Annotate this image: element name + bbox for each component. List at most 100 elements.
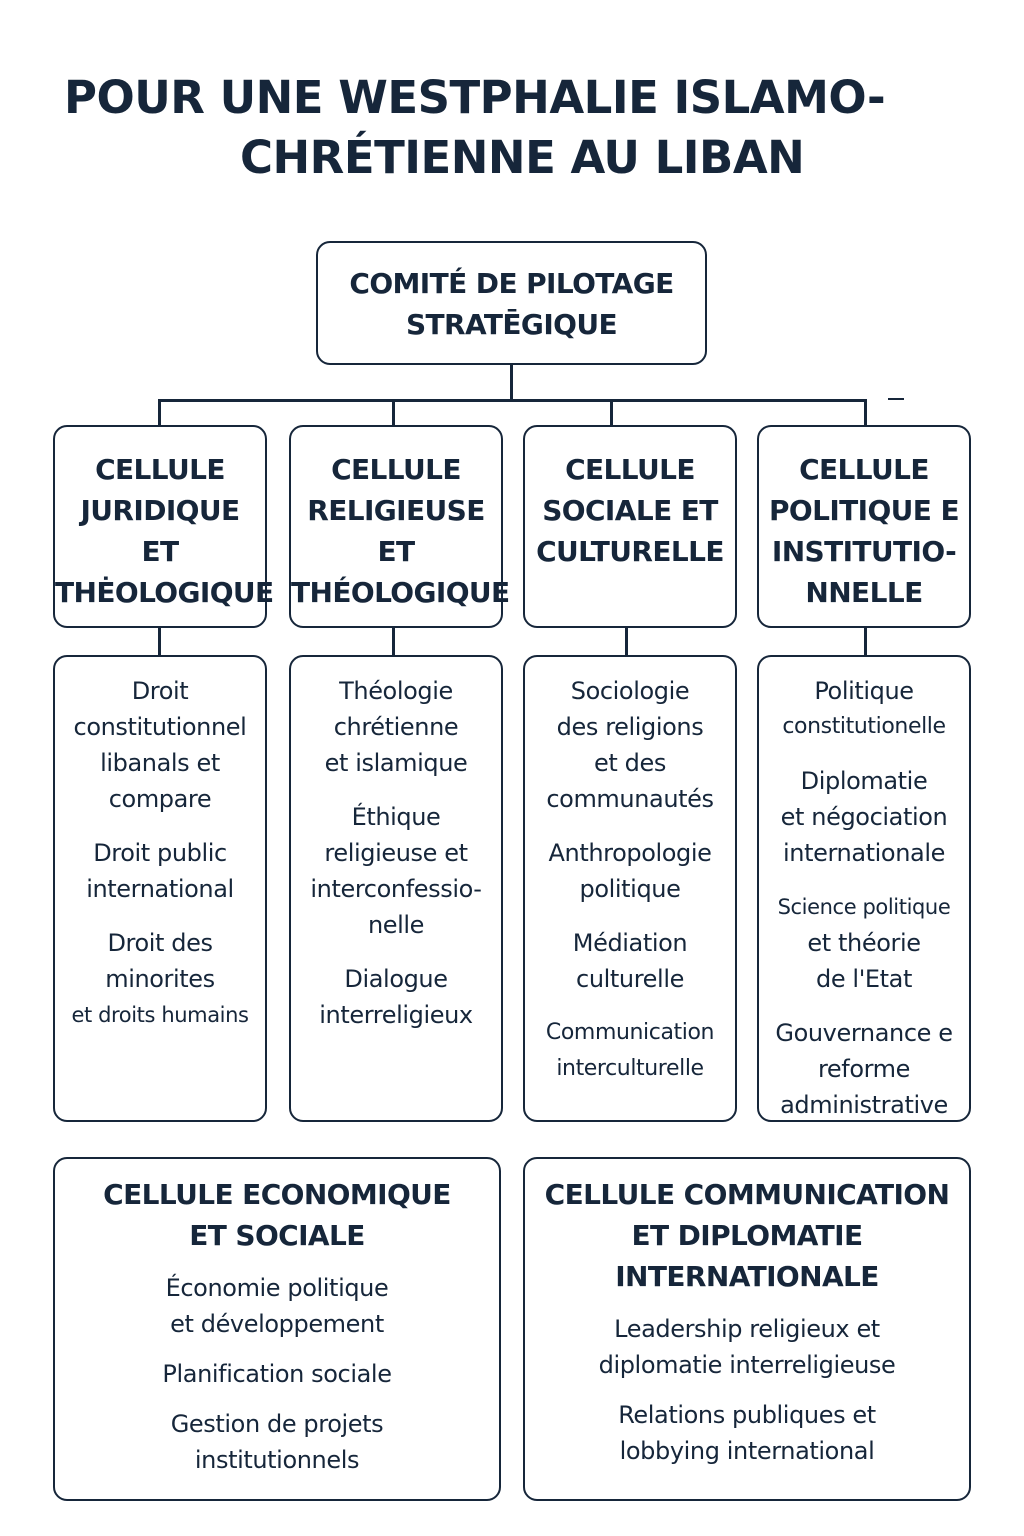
list-item-line: et des — [594, 749, 666, 777]
list-item: Droit des minorites et droits humains — [55, 925, 265, 1033]
list-item: Économie politique et développement — [55, 1270, 499, 1342]
title-line-1: POUR UNE WESTPHALIE ISLAMO- — [64, 71, 886, 124]
list-item-line: Éthique — [351, 803, 441, 831]
list-item: Théologie chrétienne et islamique — [291, 673, 501, 781]
cell-religieuse-header: CELLULE RELIGIEUSE ET THÉOLOGIQUE — [289, 425, 510, 628]
list-item: Relations publiques et lobbying internat… — [525, 1397, 969, 1469]
list-item-line: interculturelle — [556, 1056, 704, 1081]
list-item-line: lobbying international — [619, 1437, 875, 1465]
list-item: Dialogue interreligieux — [291, 961, 501, 1033]
list-item: Communication interculturelle — [525, 1015, 735, 1087]
list-item-line: Gestion de projets — [170, 1410, 384, 1438]
cell-juridique-header: CELLULE JURIDIQUE ET THĖOLOGIQUE — [53, 425, 274, 628]
cell-label-line: ET — [141, 535, 179, 568]
connector-stray-mark — [888, 398, 904, 400]
list-item-line: Communication — [545, 1020, 715, 1045]
cell-politique-list: Politique constitutionelle Diplomatie et… — [757, 655, 971, 1122]
list-item-line: Dialogue — [344, 965, 448, 993]
list-item: Médiation culturelle — [525, 925, 735, 997]
list-item: Anthropologie politique — [525, 835, 735, 907]
list-item-line: politique — [579, 875, 681, 903]
root-node-label-line-1: COMITÉ DE PILOTAGE — [349, 267, 674, 300]
list-item-line: Relations publiques et — [618, 1401, 876, 1429]
cell-label-line: CELLULE — [331, 453, 461, 486]
list-item-line: religieuse et — [324, 839, 468, 867]
cell-label-line: THÉOLOGIQUE — [291, 576, 510, 609]
list-item-line: Droit — [131, 677, 189, 705]
title-line-2: CHRÉTIENNE AU LIBAN — [240, 131, 805, 184]
list-item-line: constitutionelle — [782, 714, 946, 739]
cell-economique-box: CELLULE ECONOMIQUE ET SOCIALE Économie p… — [53, 1157, 501, 1501]
cell-juridique-list: Droit constitutionnel libanals et compar… — [53, 655, 267, 1122]
list-item-line: compare — [108, 785, 212, 813]
list-item-line: internationale — [783, 839, 945, 867]
cell-religieuse-list: Théologie chrétienne et islamique Éthiqu… — [289, 655, 503, 1122]
cell-communication-box: CELLULE COMMUNICATION ET DIPLOMATIE INTE… — [523, 1157, 971, 1501]
list-item-line: international — [86, 875, 234, 903]
list-item-line: interreligieux — [319, 1001, 473, 1029]
list-item-line: Leadership religieux et — [614, 1315, 880, 1343]
list-item-line: et théorie — [807, 929, 921, 957]
list-item: Droit constitutionnel libanals et compar… — [55, 673, 265, 817]
connector-cell-3-list — [625, 628, 628, 656]
list-item-line: reforme — [817, 1055, 911, 1083]
list-item-line: Théologie — [339, 677, 453, 705]
list-item-line: culturelle — [576, 965, 684, 993]
list-item-line: Médiation — [572, 929, 688, 957]
connector-horizontal-bus — [158, 399, 867, 402]
cell-sociale-list: Sociologie des religions et des communau… — [523, 655, 737, 1122]
list-item-line: et islamique — [324, 749, 468, 777]
connector-to-cell-2 — [392, 399, 395, 426]
list-item: Gouvernance e reforme administrative — [759, 1015, 969, 1123]
cell-label-line: JURIDIQUE — [80, 494, 240, 527]
list-item: Sociologie des religions et des communau… — [525, 673, 735, 817]
cell-label-line: SOCIALE ET — [542, 494, 718, 527]
list-item-line: Gouvernance e — [775, 1019, 953, 1047]
list-item-line: libanals et — [100, 749, 220, 777]
list-item-line: des religions — [556, 713, 704, 741]
list-item-line: Anthropologie — [548, 839, 712, 867]
list-item: Planification sociale — [55, 1356, 499, 1392]
cell-label-line: NNELLE — [805, 576, 923, 609]
list-item-line: et développement — [170, 1310, 384, 1338]
cell-label-line: ET DIPLOMATIE — [631, 1219, 863, 1252]
root-node-steering-committee: COMITÉ DE PILOTAGE STRATĒGIQUE — [316, 241, 707, 365]
cell-label-line: INTERNATIONALE — [615, 1260, 879, 1293]
list-item-line: Sociologie — [570, 677, 690, 705]
list-item-line: administrative — [780, 1091, 948, 1119]
list-item-line: constitutionnel — [73, 713, 247, 741]
list-item-line: de l'Etat — [816, 965, 912, 993]
list-item: Gestion de projets institutionnels — [55, 1406, 499, 1478]
list-item: Éthique religieuse et interconfessio- ne… — [291, 799, 501, 943]
connector-cell-2-list — [392, 628, 395, 656]
list-item-line: minorites — [105, 965, 215, 993]
list-item-line: communautés — [546, 785, 714, 813]
cell-label-line: INSTITUTIO- — [771, 535, 957, 568]
list-item: Science politique et théorie de l'Etat — [759, 889, 969, 997]
cell-politique-header: CELLULE POLITIQUE E INSTITUTIO- NNELLE — [757, 425, 971, 628]
list-item-line: diplomatie interreligieuse — [598, 1351, 896, 1379]
connector-cell-4-list — [864, 628, 867, 656]
list-item: Leadership religieux et diplomatie inter… — [525, 1311, 969, 1383]
connector-root-down — [510, 365, 513, 401]
cell-label-line: POLITIQUE E — [768, 494, 960, 527]
list-item-line: et droits humains — [71, 1003, 249, 1027]
connector-to-cell-4 — [864, 399, 867, 426]
list-item-line: Diplomatie — [800, 767, 928, 795]
list-item-line: Économie politique — [165, 1274, 389, 1302]
list-item-line: institutionnels — [194, 1446, 360, 1474]
list-item-line: chrétienne — [333, 713, 459, 741]
list-item-line: Droit des — [107, 929, 213, 957]
connector-to-cell-1 — [158, 399, 161, 426]
cell-label-line: CELLULE — [95, 453, 225, 486]
cell-label-line: RELIGIEUSE — [307, 494, 485, 527]
cell-label-line: ET SOCIALE — [189, 1219, 365, 1252]
list-item: Politique constitutionelle — [759, 673, 969, 745]
cell-label-line: CULTURELLE — [536, 535, 724, 568]
cell-label-line: ET — [377, 535, 415, 568]
cell-label-line: THĖOLOGIQUE — [55, 576, 274, 609]
cell-label-line: CELLULE COMMUNICATION — [544, 1178, 950, 1211]
list-item: Droit public international — [55, 835, 265, 907]
connector-cell-1-list — [158, 628, 161, 656]
list-item-line: Planification sociale — [162, 1360, 392, 1388]
